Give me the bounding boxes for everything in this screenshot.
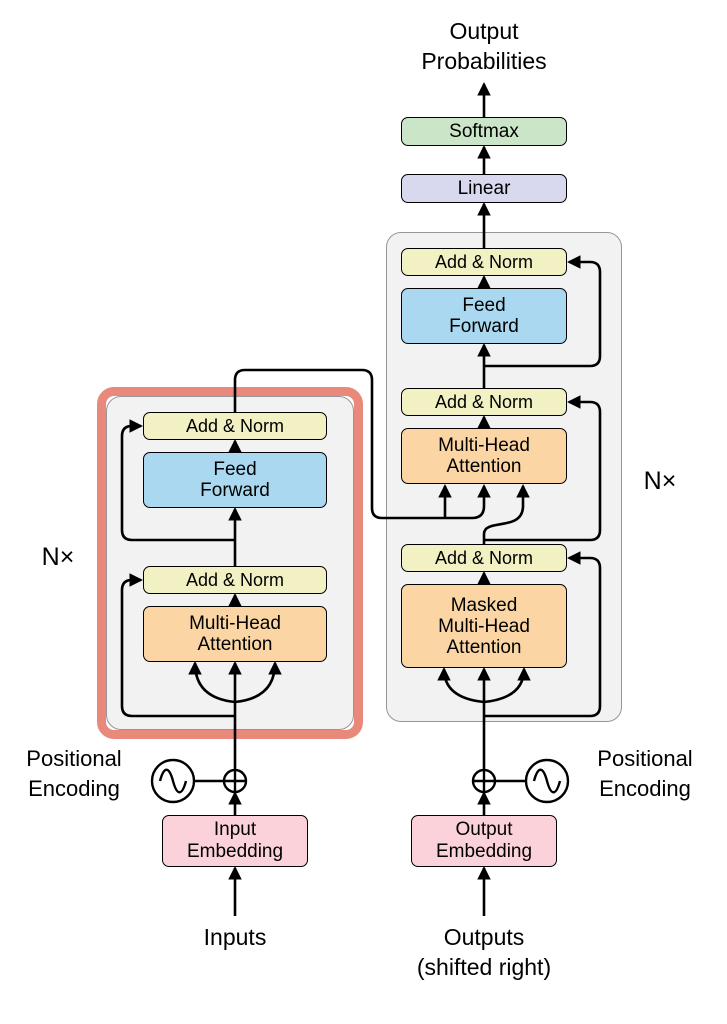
feed-forward-box: Feed Forward bbox=[143, 452, 327, 508]
output-probabilities-label: Output Probabilities bbox=[421, 18, 547, 74]
add-norm-box: Add & Norm bbox=[401, 388, 567, 416]
positional-encoding-symbols bbox=[150, 758, 570, 804]
feed-forward-box: Feed Forward bbox=[401, 288, 567, 344]
add-norm-box: Add & Norm bbox=[143, 412, 327, 440]
linear-box: Linear bbox=[401, 174, 567, 203]
encoder-container bbox=[106, 396, 354, 730]
plus-circle-icon bbox=[222, 768, 248, 794]
add-norm-box: Add & Norm bbox=[401, 248, 567, 276]
masked-multi-head-attention-box: Masked Multi-Head Attention bbox=[401, 584, 567, 668]
sine-wave-icon bbox=[524, 758, 570, 804]
positional-encoding-label-right: Positional Encoding bbox=[597, 746, 693, 801]
encoder-highlight-border bbox=[97, 387, 363, 739]
multi-head-attention-box: Multi-Head Attention bbox=[401, 428, 567, 484]
n-times-label-left: N× bbox=[41, 543, 75, 571]
add-norm-box: Add & Norm bbox=[401, 544, 567, 572]
n-times-label-right: N× bbox=[643, 467, 677, 495]
plus-circle-icon bbox=[471, 768, 497, 794]
output-embedding-box: Output Embedding bbox=[411, 815, 557, 867]
add-norm-box: Add & Norm bbox=[143, 566, 327, 594]
outputs-label: Outputs (shifted right) bbox=[416, 924, 552, 980]
sine-wave-icon bbox=[150, 758, 196, 804]
input-embedding-box: Input Embedding bbox=[162, 815, 308, 867]
inputs-label: Inputs bbox=[203, 924, 267, 950]
multi-head-attention-box: Multi-Head Attention bbox=[143, 606, 327, 662]
positional-encoding-label-left: Positional Encoding bbox=[26, 746, 122, 801]
softmax-box: Softmax bbox=[401, 117, 567, 146]
